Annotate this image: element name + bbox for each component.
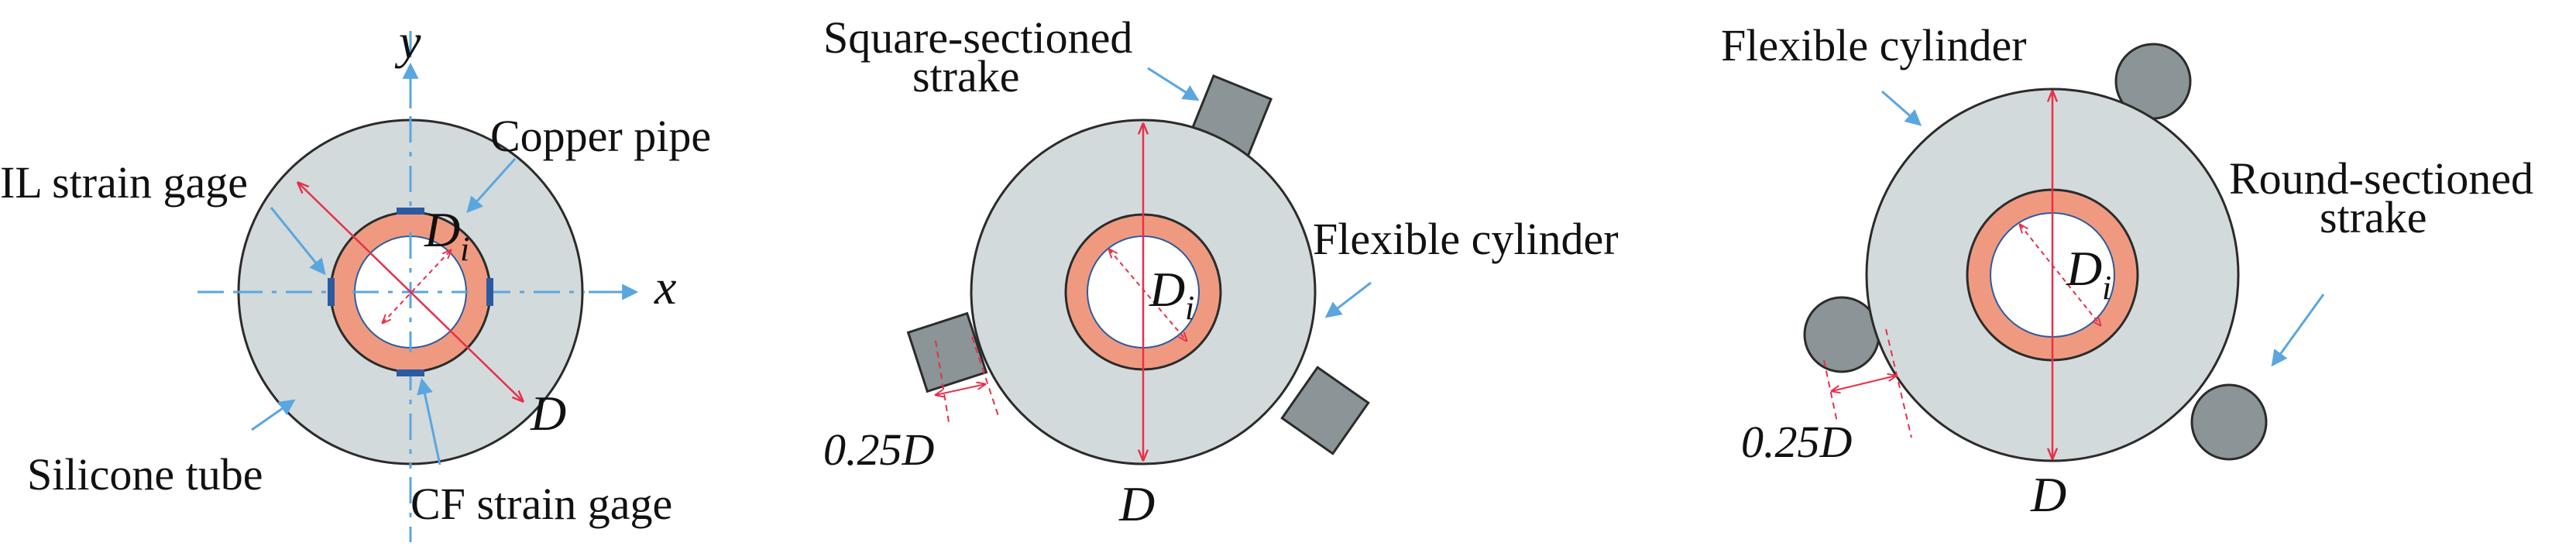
x-axis-label: x (654, 259, 676, 314)
gap-ext-1 (935, 340, 950, 423)
gap-arrow (936, 384, 985, 395)
y-axis-label: y (394, 14, 421, 69)
cf-gage-leader (417, 377, 441, 465)
panel-c-round-strakes: Flexible cylinder Round-sectioned strake… (1721, 20, 2533, 522)
flexible-cylinder-label: Flexible cylinder (1721, 20, 2027, 70)
round-strake-right (2190, 383, 2268, 461)
gap-label: 0.25D (1741, 417, 1853, 467)
panel-a-cross-section: y x Copper pipe IL strain gage Silicone … (0, 14, 711, 542)
gap-ext-2 (1885, 328, 1912, 438)
round-strake-label-line2: strake (2320, 192, 2427, 242)
il-gage-left (328, 278, 335, 306)
il-gage-right (486, 278, 493, 306)
d-inner-label: D (1149, 262, 1185, 317)
d-inner-subscript: i (2102, 269, 2111, 307)
d-outer-label: D (530, 386, 566, 441)
copper-pipe-label: Copper pipe (490, 111, 711, 161)
d-inner-label: D (2066, 241, 2102, 296)
panel-b-square-strakes: Square-sectioned strake Flexible cylinde… (823, 12, 1619, 531)
cf-strain-gage-label: CF strain gage (410, 479, 672, 529)
d-inner-subscript: i (1185, 289, 1194, 327)
gap-ext-2 (971, 336, 1000, 419)
il-strain-gage-label: IL strain gage (0, 157, 248, 208)
round-strake-left (1803, 296, 1880, 373)
round-strake-label-line1: Round-sectioned (2229, 153, 2533, 204)
d-inner-arrow (1109, 249, 1187, 341)
il-gage-leader (270, 207, 326, 276)
flexible-cylinder-leader (1881, 90, 1922, 126)
cf-gage-bottom (397, 369, 424, 376)
d-outer-label: D (2030, 467, 2066, 522)
silicone-tube-leader (251, 399, 296, 431)
silicone-tube-label: Silicone tube (27, 449, 263, 500)
flexible-cylinder-leader (1324, 281, 1372, 318)
square-strake-label-line1: Square-sectioned (823, 12, 1132, 63)
flexible-cylinder-label: Flexible cylinder (1313, 214, 1619, 264)
square-strake-leader (1147, 67, 1200, 101)
square-strake-label-line2: strake (912, 51, 1020, 101)
cf-gage-top (397, 208, 424, 215)
copper-pipe-leader (466, 157, 517, 214)
d-inner-subscript: i (460, 230, 469, 268)
gap-label: 0.25D (823, 424, 935, 475)
round-strake-leader (2271, 294, 2325, 367)
d-outer-label: D (1118, 476, 1155, 531)
square-strake-right (1280, 366, 1370, 455)
gap-arrow (1832, 376, 1896, 391)
d-inner-label: D (424, 202, 460, 257)
d-inner-arrow (2020, 225, 2100, 325)
